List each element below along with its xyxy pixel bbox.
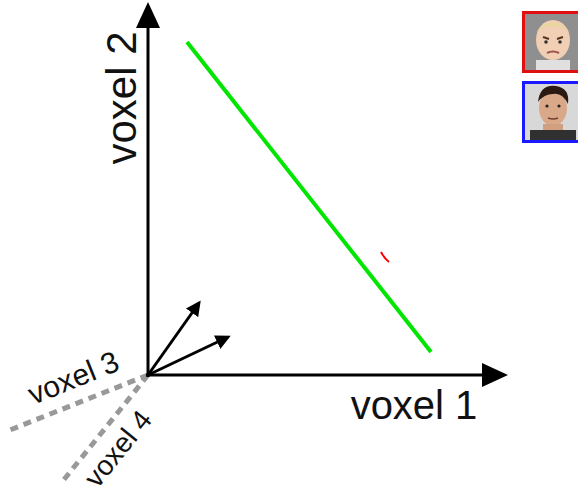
axis-arrowhead [136,2,160,28]
red-mark [381,252,389,262]
axis-label: voxel 3 [24,346,123,409]
y-axis [147,26,150,377]
face-frame [524,13,578,72]
axis-label: voxel 1 [351,385,478,425]
axis-arrowhead [482,363,508,387]
child-face [524,13,578,71]
adult-face [524,83,578,141]
axis-label: voxel 4 [79,406,157,493]
boundary-line [187,42,431,352]
axis-label: voxel 2 [101,31,143,164]
x-axis [146,374,484,377]
face-frame [524,83,578,142]
pattern-vector [148,337,228,375]
